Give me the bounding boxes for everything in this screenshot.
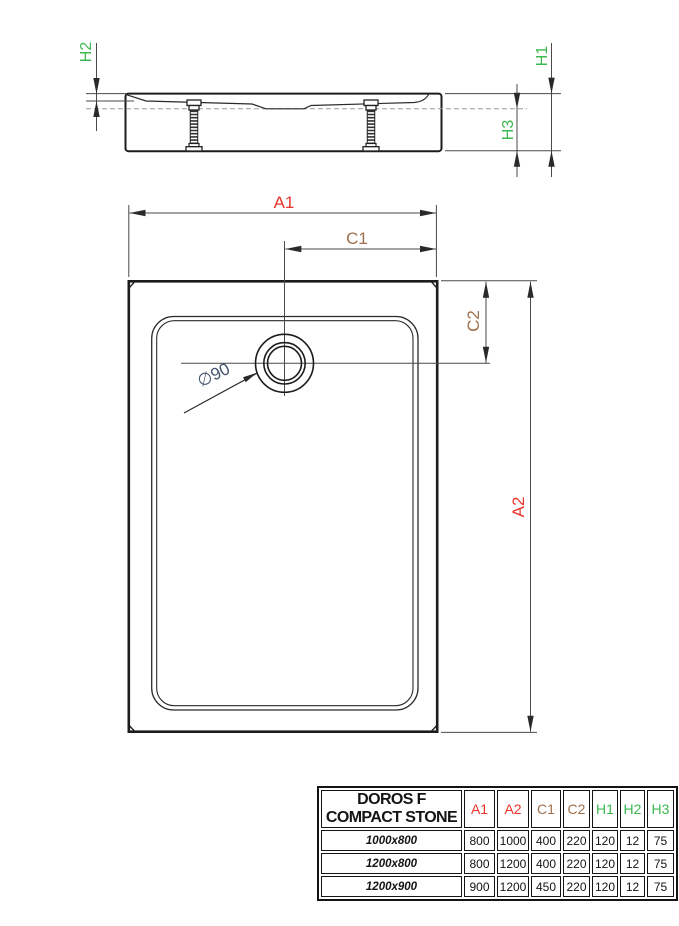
value-cell: 220 [563,876,590,897]
value-cell: 12 [620,876,645,897]
side-view [86,92,527,153]
value-cell: 120 [592,853,618,874]
col-header-a2: A2 [497,790,529,828]
h3-label: H3 [500,120,517,141]
h2-dimension: H2 [78,42,134,131]
size-cell: 1000x800 [321,830,462,851]
value-cell: 800 [464,830,495,851]
value-cell: 800 [464,853,495,874]
col-header-h3: H3 [647,790,674,828]
product-name-line2: COMPACT STONE [325,809,458,826]
value-cell: 1000 [497,830,529,851]
a2-dimension: A2 [441,281,537,733]
adjustable-foot [362,99,380,152]
h1-label: H1 [534,46,551,67]
value-cell: 12 [620,830,645,851]
a2-label: A2 [509,497,528,518]
value-cell: 75 [647,876,674,897]
value-cell: 1200 [497,876,529,897]
value-cell: 220 [563,853,590,874]
spec-table: DOROS F COMPACT STONE A1 A2 C1 C2 H1 H2 … [317,786,678,901]
c1-label: C1 [346,229,368,248]
value-cell: 220 [563,830,590,851]
value-cell: 75 [647,830,674,851]
adjustable-foot [185,99,203,152]
value-cell: 1200 [497,853,529,874]
a1-dimension: A1 [128,193,437,277]
spec-table-header-row: DOROS F COMPACT STONE A1 A2 C1 C2 H1 H2 … [321,790,674,828]
col-header-a1: A1 [464,790,495,828]
top-view-outline [127,279,439,733]
col-header-h1: H1 [592,790,618,828]
a1-label: A1 [274,193,295,212]
spec-table-row: 1200x800 800 1200 400 220 120 12 75 [321,853,674,874]
value-cell: 12 [620,853,645,874]
product-name-line1: DOROS F [357,791,426,809]
c2-dimension: C2 [441,280,537,363]
size-cell: 1200x900 [321,876,462,897]
value-cell: 400 [531,853,561,874]
value-cell: 400 [531,830,561,851]
drain [254,333,315,394]
c2-label: C2 [464,310,483,332]
col-header-h2: H2 [620,790,645,828]
spec-table-row: 1000x800 800 1000 400 220 120 12 75 [321,830,674,851]
c1-dimension: C1 [285,229,436,253]
spec-table-row: 1200x900 900 1200 450 220 120 12 75 [321,876,674,897]
size-cell: 1200x800 [321,853,462,874]
product-name: DOROS F COMPACT STONE [321,790,462,828]
h2-label: H2 [78,42,95,63]
side-view-surface-line [125,93,430,110]
value-cell: 450 [531,876,561,897]
col-header-c1: C1 [531,790,561,828]
value-cell: 120 [592,876,618,897]
side-view-body [124,92,443,153]
top-view-corner-chamfers [128,280,438,733]
col-header-c2: C2 [563,790,590,828]
h1-h3-dimensions: H3 H1 [445,43,561,177]
value-cell: 75 [647,853,674,874]
value-cell: 120 [592,830,618,851]
top-view: ∅90 [127,241,490,733]
value-cell: 900 [464,876,495,897]
